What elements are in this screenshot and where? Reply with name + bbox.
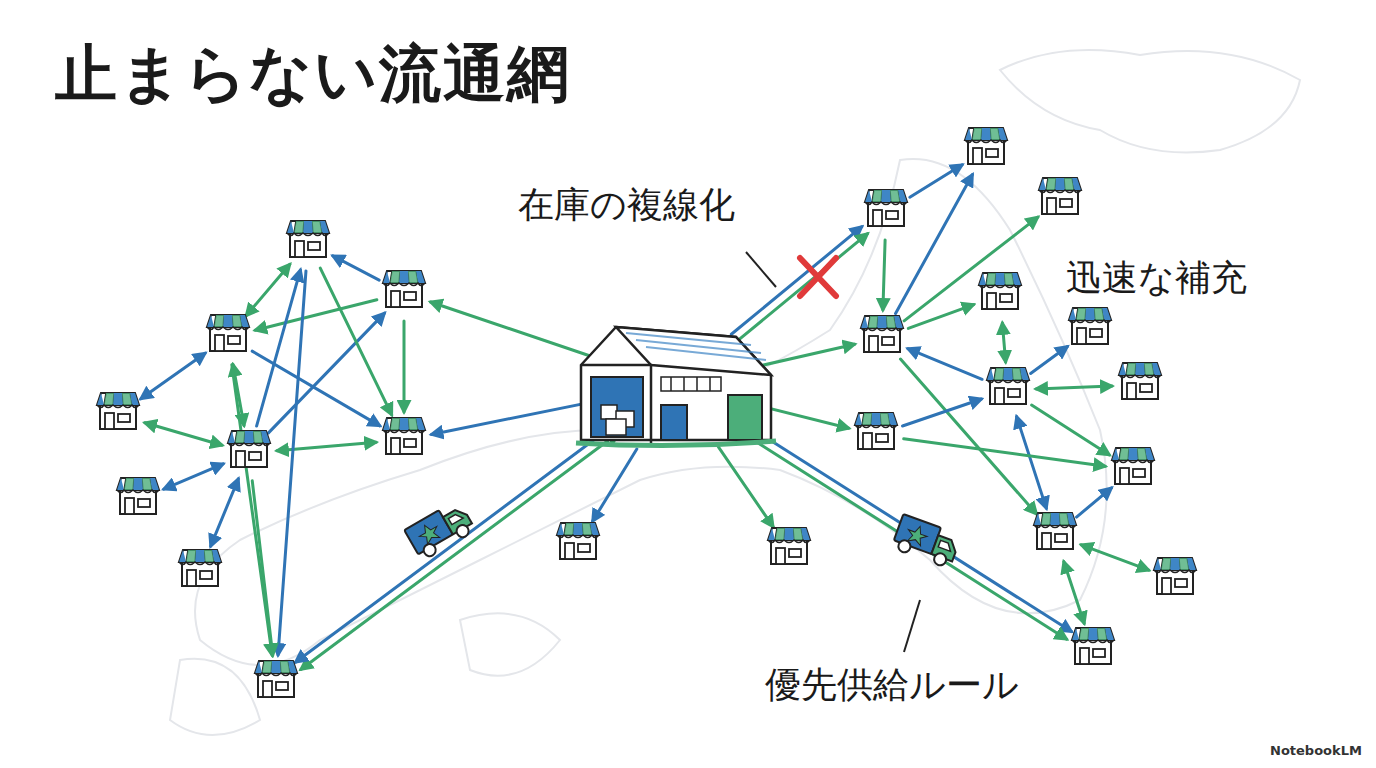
store-icon <box>1154 558 1196 594</box>
supply-arrow <box>431 400 602 435</box>
leader-line <box>904 600 920 652</box>
supply-arrow <box>896 175 973 314</box>
supply-arrow <box>164 464 223 489</box>
store-icon <box>557 523 599 559</box>
store-icon <box>1034 513 1076 549</box>
store-icon <box>987 368 1029 404</box>
supply-arrow <box>141 353 205 399</box>
blocked-mark <box>800 258 836 296</box>
supply-arrow <box>255 300 377 330</box>
supply-arrow <box>268 313 384 433</box>
supply-arrow <box>232 365 272 656</box>
supply-arrow <box>749 344 855 368</box>
store-layer <box>97 128 1196 697</box>
store-icon <box>1072 628 1114 664</box>
store-icon <box>228 431 270 467</box>
supply-arrow <box>246 264 290 315</box>
store-icon <box>861 316 903 352</box>
supply-arrow <box>737 234 868 342</box>
callout-label: 在庫の複線化 <box>518 184 735 225</box>
store-icon <box>97 393 139 429</box>
store-icon <box>965 128 1007 164</box>
supply-arrow <box>593 449 637 521</box>
supply-arrow <box>718 447 773 527</box>
supply-arrow <box>252 481 272 655</box>
supply-arrow <box>295 426 612 662</box>
store-icon <box>768 528 810 564</box>
delivery-truck <box>404 499 476 561</box>
supply-arrow <box>257 270 301 426</box>
supply-arrow <box>1064 562 1084 624</box>
supply-arrow <box>211 479 239 546</box>
supply-arrow <box>145 423 222 445</box>
store-icon <box>207 315 249 351</box>
store-icon <box>255 661 297 697</box>
callout-label: 優先供給ルール <box>765 664 1019 705</box>
supply-arrow <box>883 240 885 310</box>
store-icon <box>383 271 425 307</box>
supply-arrow <box>1077 488 1112 517</box>
map-outline <box>170 50 1300 735</box>
supply-arrow <box>904 439 1106 466</box>
supply-arrow <box>1031 347 1068 374</box>
diagram-title: 止まらない流通網 <box>55 38 571 109</box>
warehouse <box>576 327 776 446</box>
supply-arrow <box>403 321 406 412</box>
watermark: NotebookLM <box>1270 744 1362 759</box>
supply-arrow <box>903 399 982 426</box>
supply-arrow <box>900 359 1036 514</box>
store-icon <box>979 273 1021 309</box>
supply-arrow <box>908 305 973 329</box>
supply-arrow <box>301 433 618 669</box>
store-icon <box>865 190 907 226</box>
store-icon <box>383 418 425 454</box>
store-icon <box>117 478 159 514</box>
supply-arrow <box>252 351 380 426</box>
store-icon <box>1119 363 1161 399</box>
store-icon <box>1039 178 1081 214</box>
arrow-layer <box>141 165 1149 670</box>
callout-label: 迅速な補充 <box>1066 257 1247 298</box>
supply-arrow <box>1017 417 1047 509</box>
supply-arrow <box>1081 545 1149 570</box>
supply-arrow <box>1002 323 1005 362</box>
supply-arrow <box>910 165 962 197</box>
supply-arrow <box>908 349 982 380</box>
store-icon <box>287 221 329 257</box>
supply-arrow <box>731 227 862 335</box>
supply-arrow <box>320 268 391 415</box>
supply-arrow <box>1032 405 1110 455</box>
supply-arrow <box>278 271 306 655</box>
leader-line <box>746 252 776 287</box>
supply-arrow <box>741 422 1071 632</box>
store-icon <box>1112 448 1154 484</box>
store-icon <box>855 413 897 449</box>
store-icon <box>1069 308 1111 344</box>
store-icon <box>179 550 221 586</box>
supply-arrow <box>737 429 1067 639</box>
supply-arrow <box>431 302 605 361</box>
delivery-truck <box>891 514 962 569</box>
supply-arrow <box>1036 386 1112 389</box>
supply-arrow <box>333 256 379 280</box>
